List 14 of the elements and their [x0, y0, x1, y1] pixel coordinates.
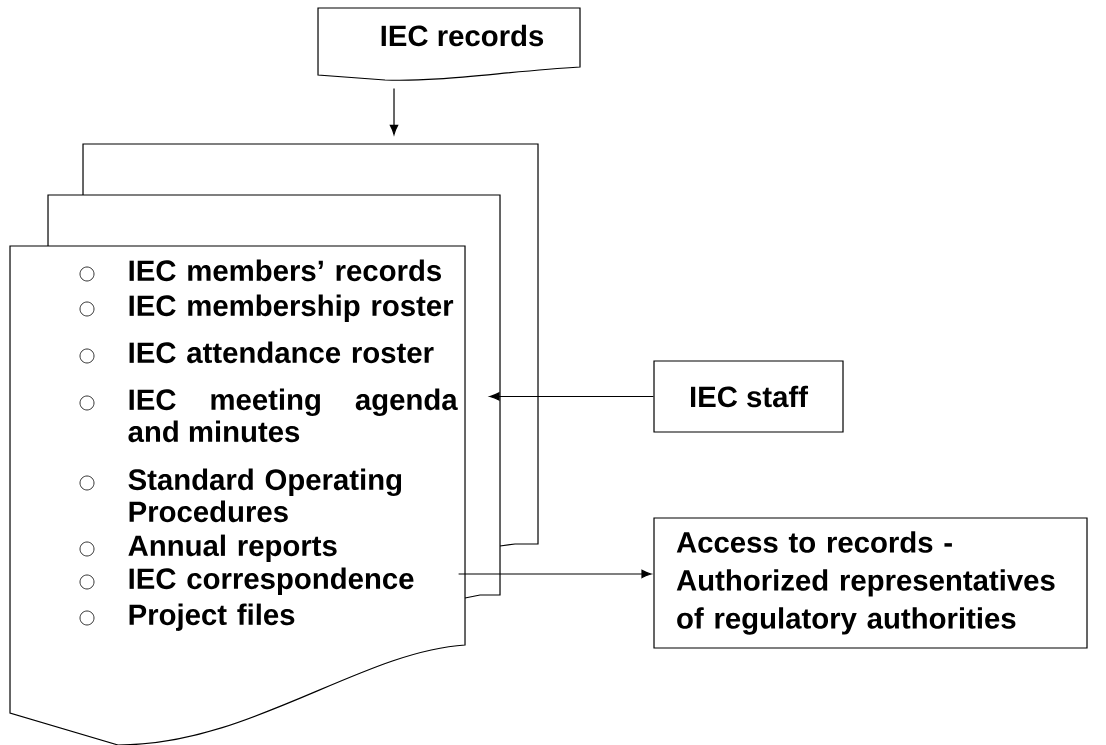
- list-item: IEC membership roster: [79, 294, 454, 322]
- document-stack: [9, 143, 539, 745]
- list-item: Project files: [79, 603, 295, 631]
- process-box: Access to records - Authorized representatives of regulatory authorities: [653, 517, 1088, 649]
- arrow: [458, 569, 652, 579]
- list-item: IEC members’ records: [79, 259, 441, 282]
- list-item: IEC meeting agenda and minutes: [79, 388, 458, 443]
- list-item: IEC attendance roster: [79, 341, 434, 364]
- arrow: [389, 88, 399, 135]
- list-item: Annual reports: [79, 534, 337, 562]
- list-item: IEC correspondence: [79, 567, 414, 595]
- arrow: [489, 392, 654, 401]
- list-item: Standard Operating Procedures: [79, 468, 402, 523]
- process-box: IEC staff: [653, 360, 844, 433]
